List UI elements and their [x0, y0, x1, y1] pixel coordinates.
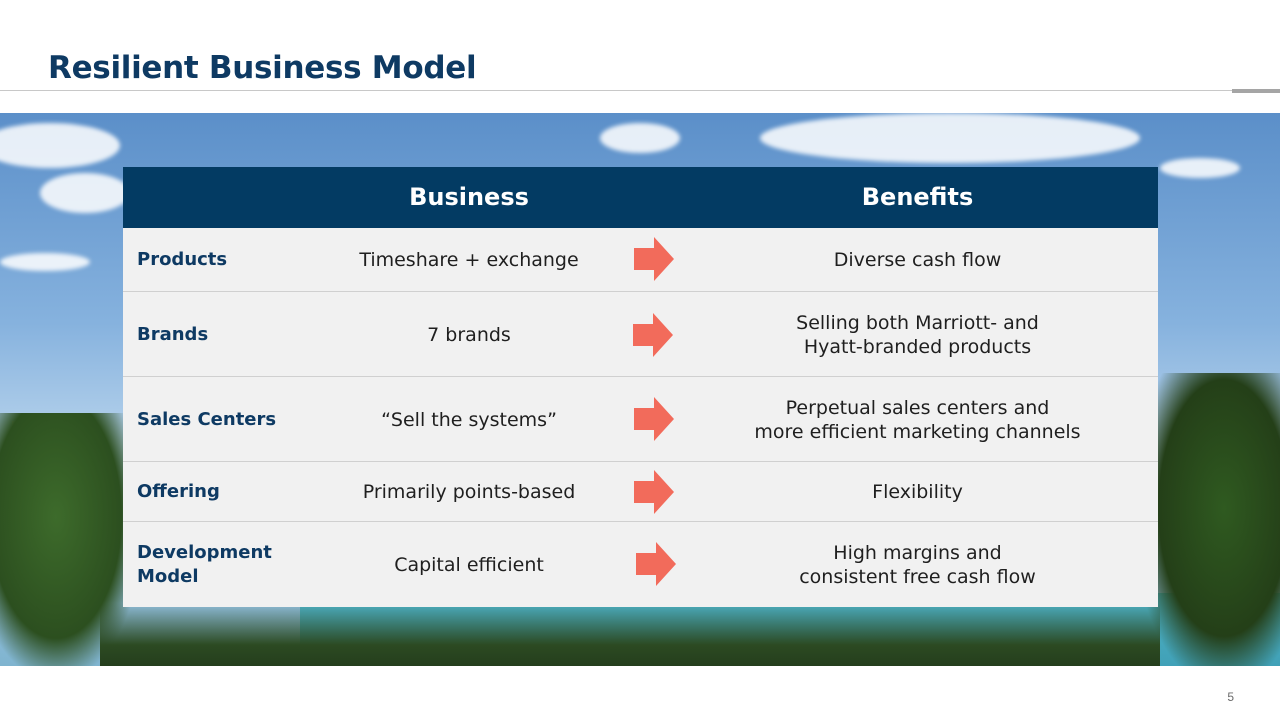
row-benefit: High margins and consistent free cash fl…: [799, 542, 1036, 588]
row-benefit: Diverse cash flow: [833, 248, 1002, 271]
row-business: Capital efficient: [394, 554, 544, 576]
table-row-sales-centers: Sales Centers “Sell the systems” Perpetu…: [123, 376, 1158, 462]
header-business: Business: [409, 183, 529, 211]
row-business: “Sell the systems”: [381, 408, 557, 431]
title-divider-accent: [1232, 89, 1280, 93]
table-header: Business Benefits: [123, 167, 1158, 228]
table-row-development-model: Development Model Capital efficient High…: [123, 521, 1158, 608]
row-business: Primarily points-based: [362, 481, 576, 503]
arrow-right-icon: [634, 397, 674, 441]
arrow-right-icon: [634, 237, 674, 281]
page-number: 5: [1227, 690, 1234, 704]
row-benefit: Flexibility: [872, 481, 963, 503]
table-row-offering: Offering Primarily points-based Flexibil…: [123, 461, 1158, 522]
row-business: Timeshare + exchange: [359, 248, 579, 271]
row-label: Brands: [137, 323, 209, 345]
row-label: Offering: [137, 481, 220, 502]
header-benefits: Benefits: [861, 183, 974, 211]
table-row-brands: Brands 7 brands Selling both Marriott- a…: [123, 291, 1158, 377]
row-label: Development Model: [137, 542, 272, 587]
row-label: Products: [137, 248, 228, 270]
table-row-products: Products Timeshare + exchange Diverse ca…: [123, 228, 1158, 291]
arrow-right-icon: [634, 470, 674, 514]
row-benefit: Selling both Marriott- and Hyatt-branded…: [796, 311, 1039, 358]
arrow-right-icon: [633, 313, 673, 357]
row-business: 7 brands: [427, 323, 511, 346]
arrow-right-icon: [636, 542, 676, 586]
row-benefit: Perpetual sales centers and more efficie…: [754, 396, 1081, 443]
title-divider: [0, 90, 1280, 91]
slide-title: Resilient Business Model: [48, 50, 477, 86]
row-label: Sales Centers: [137, 408, 277, 430]
business-model-table: Business Benefits Products Timeshare + e…: [123, 167, 1158, 607]
